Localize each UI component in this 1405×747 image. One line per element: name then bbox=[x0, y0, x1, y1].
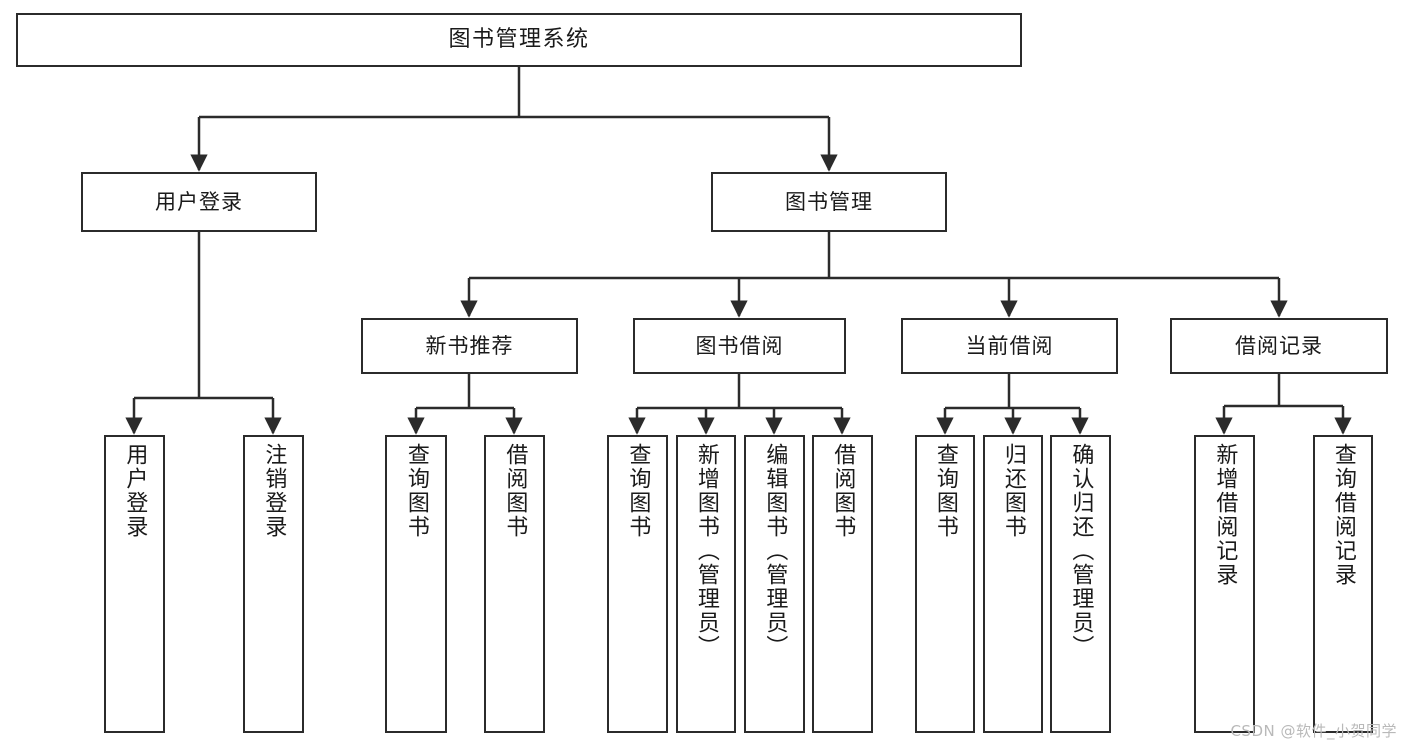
node-label: 新书推荐 bbox=[425, 333, 514, 358]
node-current-borrow[interactable]: 当前借阅 bbox=[901, 318, 1118, 374]
node-label: 图书管理 bbox=[785, 189, 873, 214]
node-book-borrow[interactable]: 图书借阅 bbox=[633, 318, 846, 374]
node-new-book-rec[interactable]: 新书推荐 bbox=[361, 318, 578, 374]
node-label: 查询图书 bbox=[625, 443, 651, 539]
node-leaf-query-book-1[interactable]: 查询图书 bbox=[385, 435, 447, 733]
node-label: 用户登录 bbox=[155, 189, 243, 214]
node-label: 注销登录 bbox=[261, 443, 287, 539]
node-label: 图书借阅 bbox=[695, 333, 784, 358]
node-label: 归还图书 bbox=[1000, 443, 1026, 539]
node-leaf-logout[interactable]: 注销登录 bbox=[243, 435, 304, 733]
node-user-login[interactable]: 用户登录 bbox=[81, 172, 317, 232]
node-leaf-query-book-3[interactable]: 查询图书 bbox=[915, 435, 975, 733]
csdn-watermark: CSDN @软件_小贺同学 bbox=[1230, 722, 1397, 740]
node-leaf-add-book[interactable]: 新增图书（管理员） bbox=[676, 435, 736, 733]
node-label: 新增借阅记录 bbox=[1212, 443, 1238, 587]
node-label: 查询图书 bbox=[932, 443, 958, 539]
node-book-manage[interactable]: 图书管理 bbox=[711, 172, 947, 232]
node-label: 确认归还（管理员） bbox=[1068, 443, 1094, 659]
node-label: 查询借阅记录 bbox=[1330, 443, 1356, 587]
node-label: 新增图书（管理员） bbox=[693, 443, 719, 659]
node-label: 查询图书 bbox=[403, 443, 429, 539]
node-borrow-record[interactable]: 借阅记录 bbox=[1170, 318, 1388, 374]
node-root[interactable]: 图书管理系统 bbox=[16, 13, 1022, 67]
node-leaf-query-record[interactable]: 查询借阅记录 bbox=[1313, 435, 1373, 733]
node-label: 编辑图书（管理员） bbox=[762, 443, 788, 659]
node-leaf-borrow-book-2[interactable]: 借阅图书 bbox=[812, 435, 873, 733]
node-leaf-edit-book[interactable]: 编辑图书（管理员） bbox=[744, 435, 805, 733]
node-leaf-user-login[interactable]: 用户登录 bbox=[104, 435, 165, 733]
node-label: 用户登录 bbox=[122, 443, 148, 539]
node-leaf-query-book-2[interactable]: 查询图书 bbox=[607, 435, 668, 733]
node-leaf-add-record[interactable]: 新增借阅记录 bbox=[1194, 435, 1255, 733]
node-leaf-return-book[interactable]: 归还图书 bbox=[983, 435, 1043, 733]
node-leaf-confirm-return[interactable]: 确认归还（管理员） bbox=[1050, 435, 1111, 733]
node-label: 借阅图书 bbox=[830, 443, 856, 539]
node-leaf-borrow-book-1[interactable]: 借阅图书 bbox=[484, 435, 545, 733]
node-label: 借阅图书 bbox=[502, 443, 528, 539]
node-label: 当前借阅 bbox=[965, 333, 1054, 358]
node-label: 图书管理系统 bbox=[448, 27, 590, 53]
node-label: 借阅记录 bbox=[1235, 333, 1323, 358]
